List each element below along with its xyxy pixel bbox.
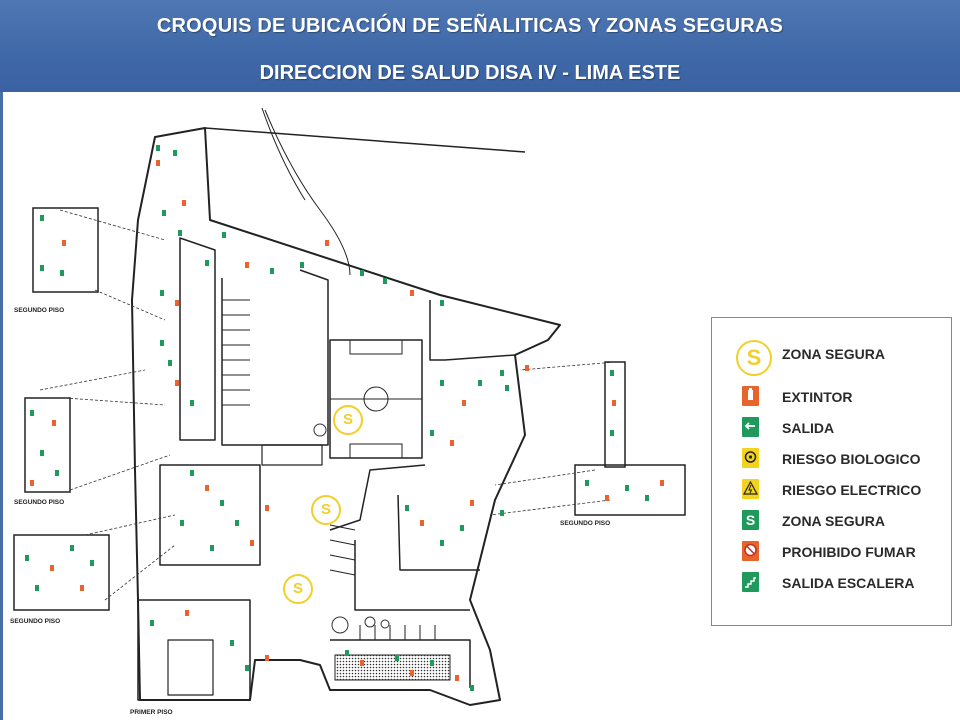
floor-label-segundo-3: SEGUNDO PISO [10,618,61,625]
legend-row-prohibido-fumar: PROHIBIDO FUMAR [712,541,951,565]
legend-label-riesgo-electrico: RIESGO ELECTRICO [782,482,922,498]
floor-label-segundo-4: SEGUNDO PISO [560,520,611,527]
floor-label-primer: PRIMER PISO [130,709,173,716]
safe-zone-marker-1: S [333,405,363,435]
safe-zone-marker-2: S [311,495,341,525]
annex-1 [32,207,99,293]
page-title: CROQUIS DE UBICACIÓN DE SEÑALITICAS Y ZO… [156,15,784,37]
stair-exit-icon [742,572,759,592]
floor-plan [13,107,686,706]
no-smoking-icon [742,541,759,561]
page-subtitle: DIRECCION DE SALUD DISA IV - LIMA ESTE [259,62,681,84]
safe-zone-circle-icon: S [736,340,772,376]
title-banner: CROQUIS DE UBICACIÓN DE SEÑALITICAS Y ZO… [0,0,960,92]
legend: S ZONA SEGURA EXTINTOR SALIDA RIESGO BIO… [711,317,952,626]
left-border [0,92,3,720]
safe-zone-square-icon: S [742,510,759,530]
legend-label-extintor: EXTINTOR [782,389,853,405]
biohazard-icon [742,448,759,468]
legend-row-salida: SALIDA [712,417,951,441]
floor-label-segundo-1: SEGUNDO PISO [14,307,65,314]
electric-hazard-icon [742,479,759,499]
svg-text:S: S [746,512,755,528]
legend-label-salida: SALIDA [782,420,835,436]
floor-label-segundo-2: SEGUNDO PISO [14,499,65,506]
legend-row-zona-segura-2: S ZONA SEGURA [712,510,951,534]
exit-arrow-icon [742,417,759,437]
safe-zone-marker-3: S [283,574,313,604]
legend-label-zona-segura-2: ZONA SEGURA [782,513,885,529]
fire-extinguisher-icon [742,386,759,406]
legend-row-salida-escalera: SALIDA ESCALERA [712,572,951,596]
legend-row-extintor: EXTINTOR [712,386,951,410]
legend-label-riesgo-biologico: RIESGO BIOLOGICO [782,451,921,467]
annex-4 [574,464,686,516]
legend-label-zona-segura: ZONA SEGURA [782,346,885,362]
sign-markers [25,145,664,691]
legend-row-riesgo-biologico: RIESGO BIOLOGICO [712,448,951,472]
legend-label-salida-escalera: SALIDA ESCALERA [782,575,915,591]
legend-row-riesgo-electrico: RIESGO ELECTRICO [712,479,951,503]
annex-3 [13,534,110,611]
annex-2 [24,397,71,493]
legend-label-prohibido-fumar: PROHIBIDO FUMAR [782,544,916,560]
